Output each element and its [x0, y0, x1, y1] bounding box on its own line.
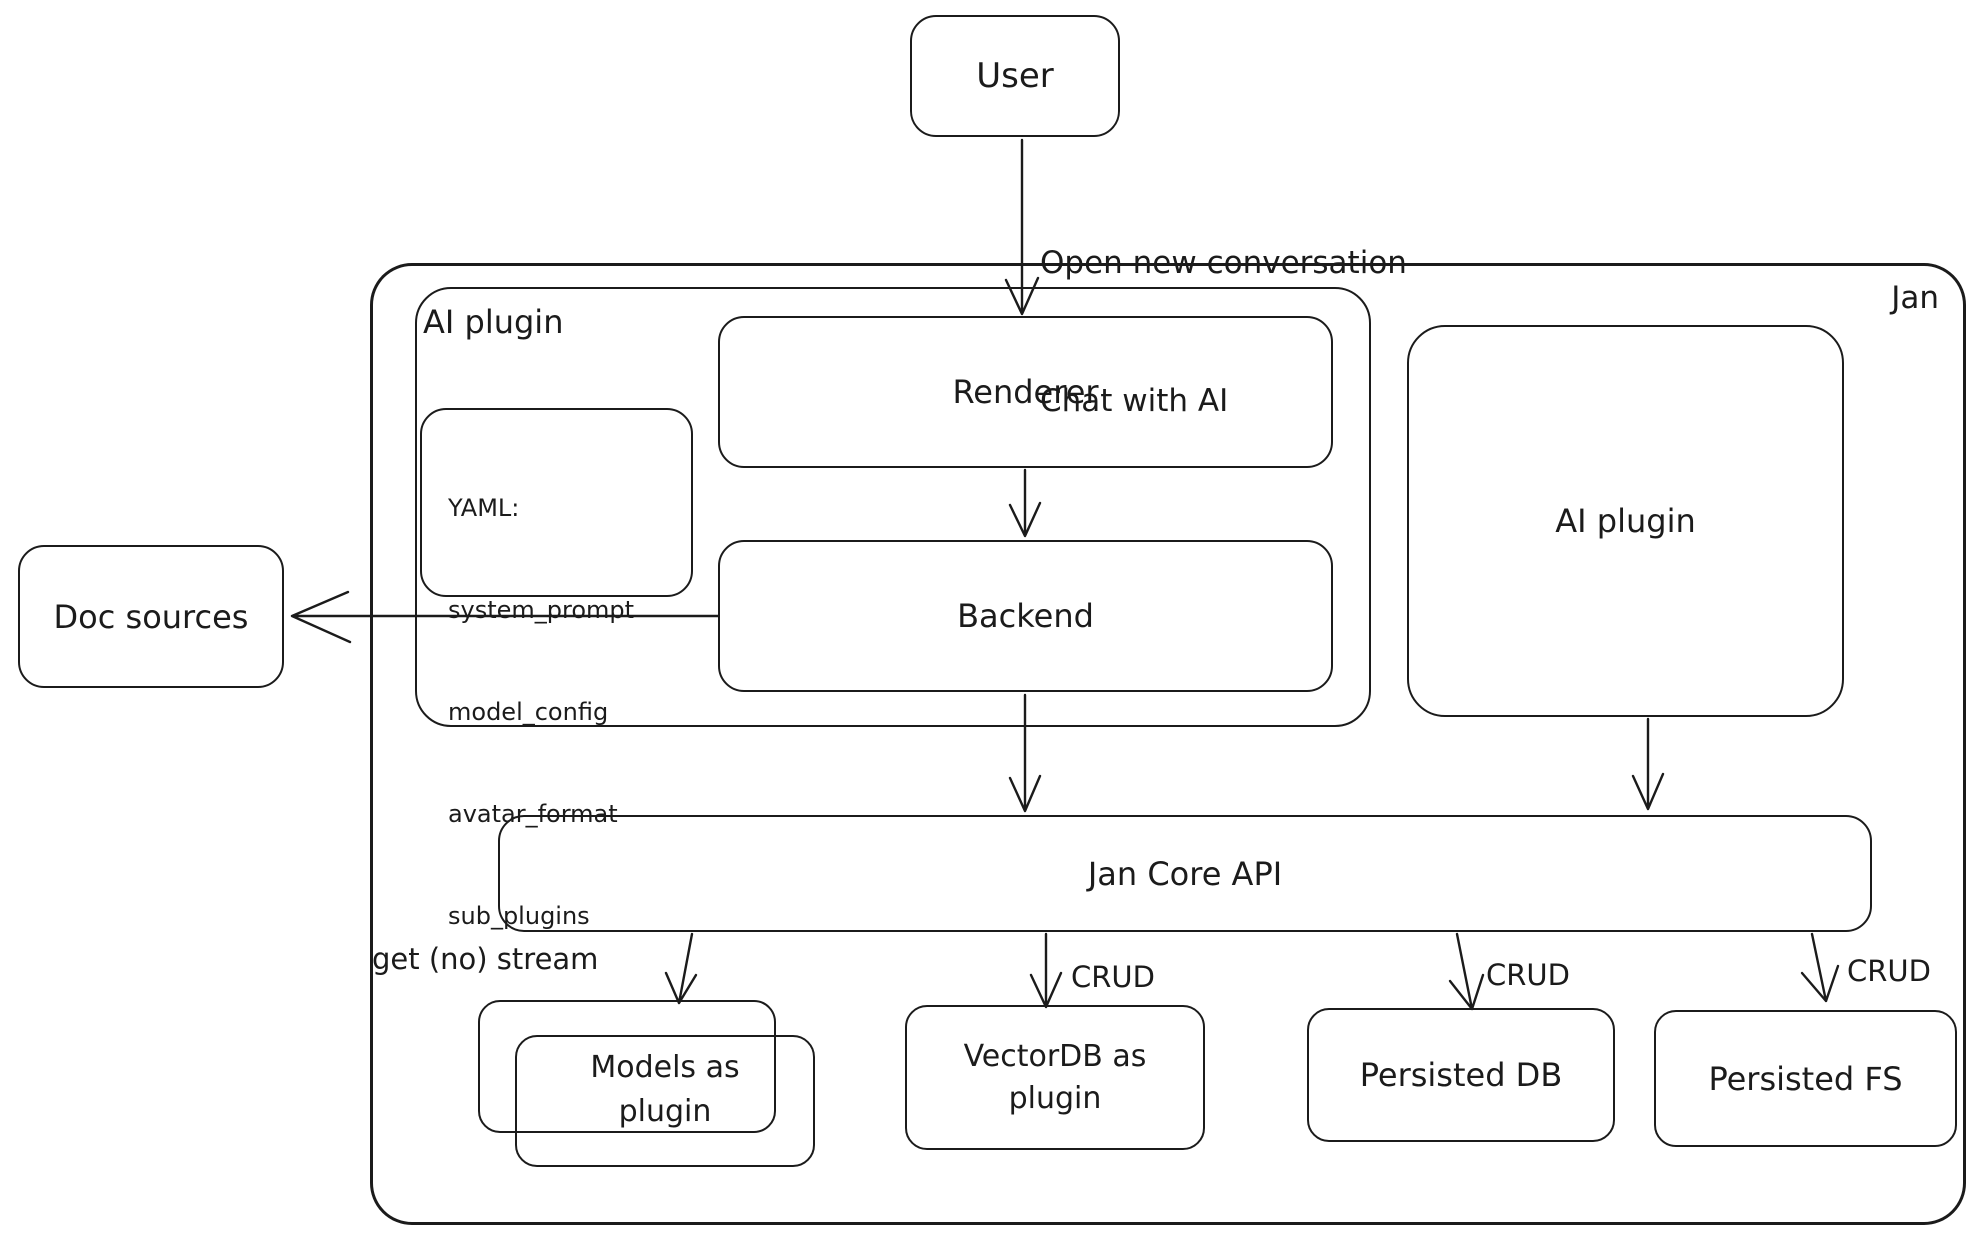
yaml-note-line: model_config — [448, 698, 609, 726]
backend-label: Backend — [957, 597, 1094, 635]
edge-label-crud-persisted-fs: CRUD — [1847, 954, 1931, 988]
persisted-db-node: Persisted DB — [1307, 1008, 1615, 1142]
yaml-note: YAML: system_prompt model_config avatar_… — [420, 408, 693, 930]
jan-core-api-node: Jan Core API — [498, 815, 1872, 932]
ai-plugin-node: AI plugin — [1407, 325, 1844, 717]
yaml-note-line: YAML: — [448, 494, 520, 522]
edge-label-crud-vectordb: CRUD — [1071, 960, 1155, 994]
renderer-node: Renderer — [718, 316, 1333, 468]
edge-label-crud-persisted-db: CRUD — [1486, 958, 1570, 992]
models-node-label: Models as plugin — [590, 1050, 740, 1129]
models-node-back — [478, 1000, 776, 1133]
user-label: User — [976, 55, 1054, 96]
ai-plugin-group-label: AI plugin — [423, 303, 564, 341]
models-node — [515, 1035, 815, 1167]
renderer-label: Renderer — [952, 373, 1099, 411]
vectordb-node: VectorDB as plugin — [905, 1005, 1205, 1150]
backend-node: Backend — [718, 540, 1333, 692]
doc-sources-node: Doc sources — [18, 545, 284, 688]
user-node: User — [910, 15, 1120, 137]
vectordb-label-line2: plugin — [1008, 1080, 1102, 1116]
vectordb-label-line1: VectorDB as — [963, 1038, 1147, 1074]
jan-container-label: Jan — [1891, 280, 1939, 316]
yaml-note-line: system_prompt — [448, 596, 635, 624]
jan-core-api-label: Jan Core API — [1087, 854, 1283, 893]
persisted-fs-label: Persisted FS — [1708, 1059, 1903, 1098]
yaml-note-line: avatar_format — [448, 800, 618, 828]
persisted-db-label: Persisted DB — [1359, 1056, 1563, 1094]
persisted-fs-node: Persisted FS — [1654, 1010, 1957, 1147]
edge-label-open-conversation: Open new conversation Chat with AI — [1040, 245, 1407, 419]
edge-label-get-no-stream: get (no) stream — [372, 942, 599, 976]
jan-container: Jan — [370, 263, 1966, 1225]
ai-plugin-node-label: AI plugin — [1555, 502, 1696, 540]
doc-sources-label: Doc sources — [53, 597, 249, 636]
ai-plugin-group: AI plugin — [415, 287, 1371, 727]
